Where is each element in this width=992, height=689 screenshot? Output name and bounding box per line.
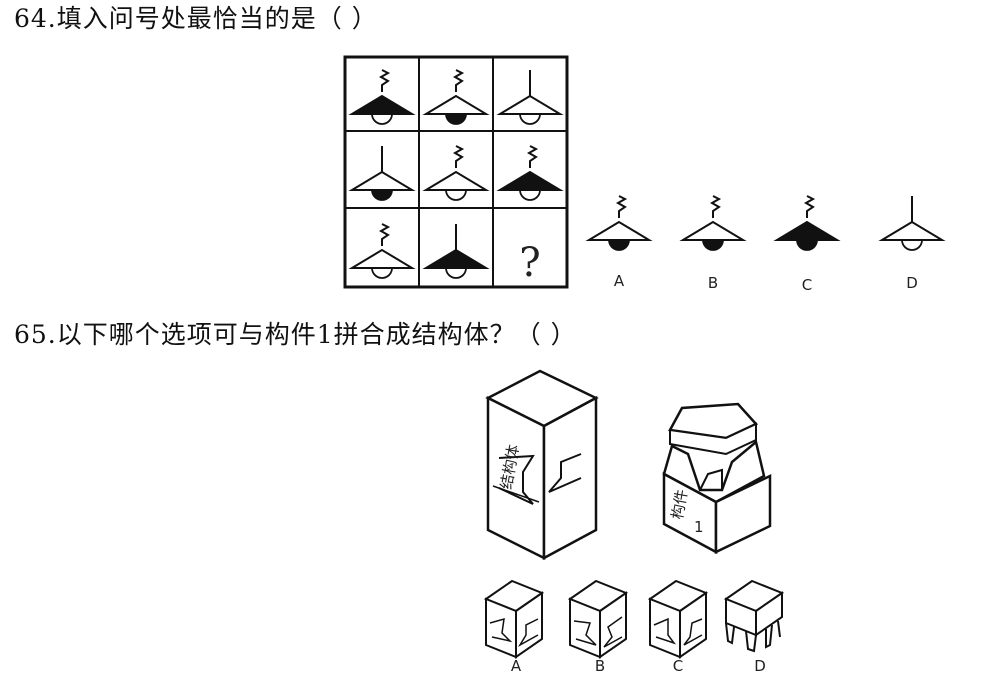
option-c-label: C: [802, 276, 812, 294]
lamp-cell-4: [348, 146, 416, 201]
piece-1-number: 1: [694, 518, 704, 536]
structure-block-figure: 结构体: [485, 369, 599, 561]
lamp-cell-7: [348, 223, 416, 279]
lamp-options: A B C D: [585, 195, 946, 294]
option-b-piece: [567, 579, 629, 659]
lamp-cell-6: [496, 145, 564, 201]
option-d-piece: [723, 579, 785, 653]
lamp-cell-2: [422, 69, 490, 125]
lamp-option-d: [878, 196, 946, 251]
option-b-label: B: [708, 274, 718, 292]
option-a-label: A: [614, 272, 625, 290]
lamp-cell-5: [422, 145, 490, 201]
piece-1-label: 构件: [668, 488, 691, 521]
question-mark: ?: [519, 240, 540, 286]
lamp-option-c: [773, 195, 841, 251]
option-a-piece: [483, 579, 545, 659]
lamp-option-a: [585, 195, 653, 251]
piece-options: A B C D: [483, 579, 785, 675]
option-d-label: D: [906, 274, 918, 292]
lamp-cell-3: [496, 70, 564, 125]
piece-option-a-label: A: [511, 657, 522, 675]
lamp-option-b: [679, 195, 747, 251]
lamp-cell-1: [348, 69, 416, 125]
lamp-cell-8: [422, 224, 490, 279]
piece-option-b-label: B: [595, 657, 605, 675]
lamp-grid: ?: [343, 55, 569, 289]
option-c-piece: [647, 579, 709, 659]
question-64-title: 64.填入问号处最恰当的是（ ）: [14, 4, 378, 33]
question-65-title: 65.以下哪个选项可与构件1拼合成结构体？（ ）: [14, 320, 577, 349]
piece-option-c-label: C: [673, 657, 683, 675]
piece-1-figure: 构件 1: [662, 402, 772, 555]
piece-option-d-label: D: [754, 657, 766, 675]
